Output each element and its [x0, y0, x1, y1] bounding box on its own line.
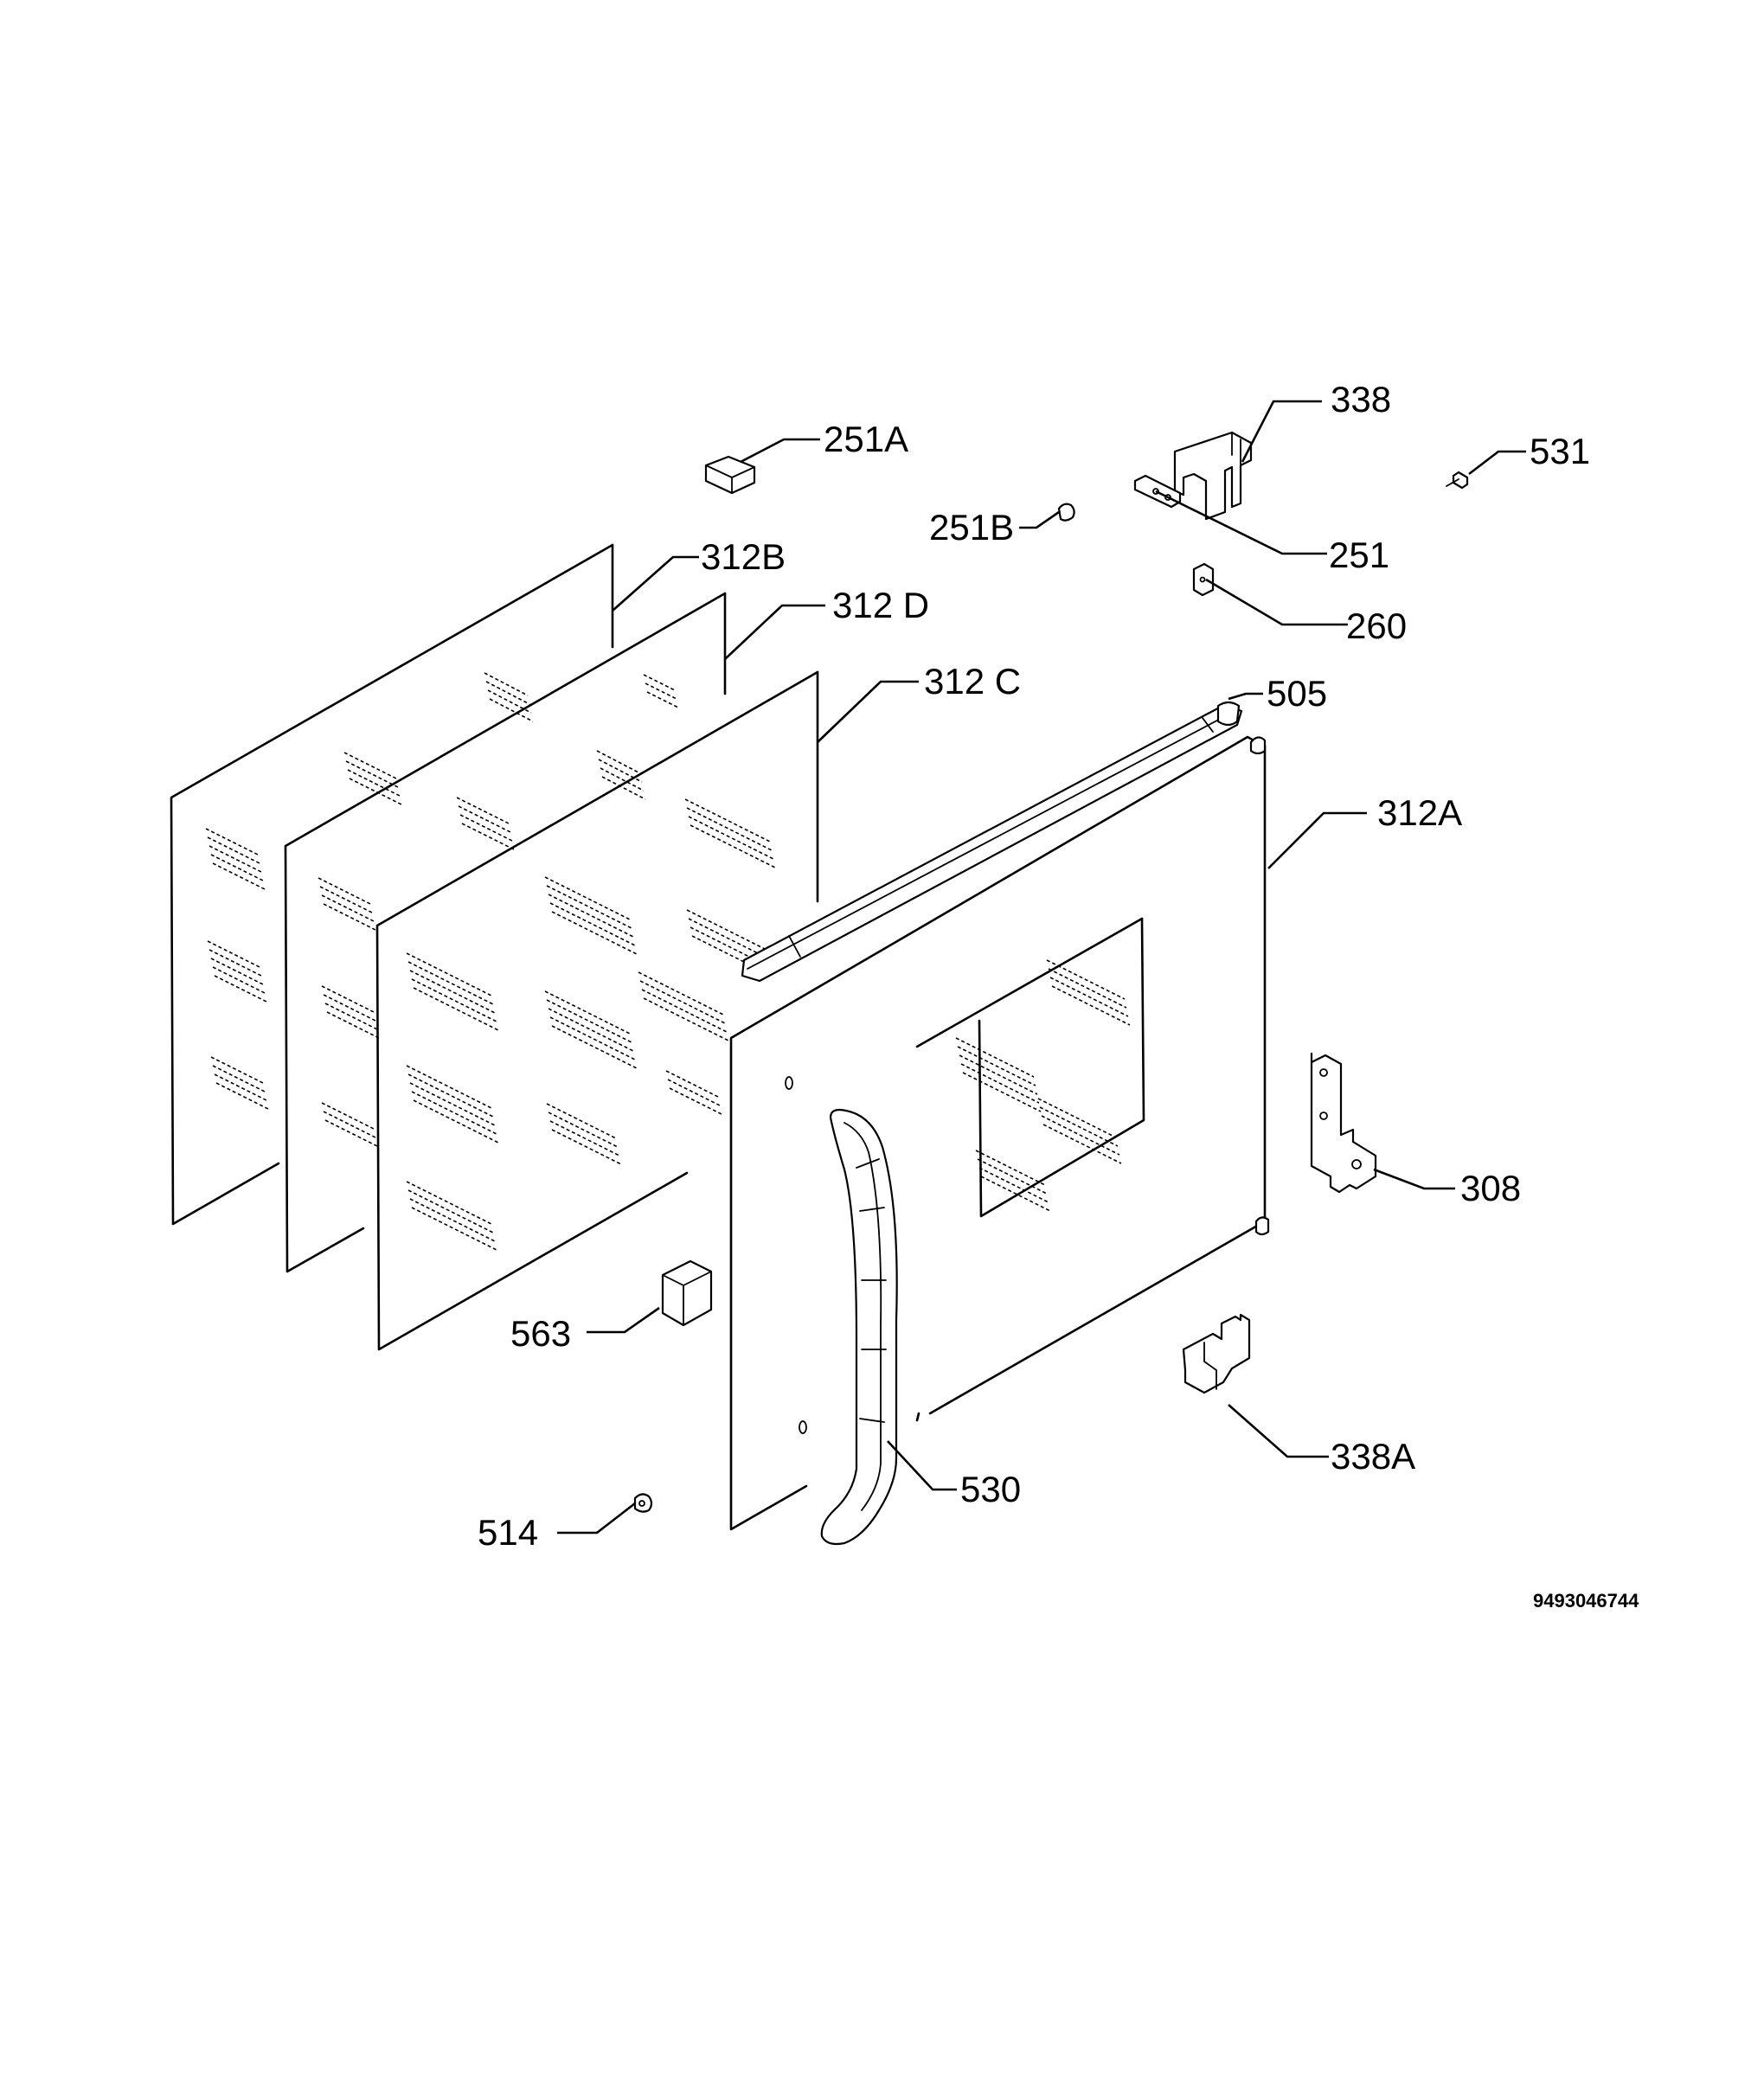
callout-312a: 312A — [1377, 792, 1462, 833]
clip-251b — [1057, 503, 1075, 522]
hinge-cover-338 — [1173, 431, 1253, 521]
nut-514 — [633, 1493, 653, 1513]
catch-563 — [661, 1259, 713, 1327]
callout-251b: 251B — [929, 507, 1014, 548]
callout-514: 514 — [478, 1512, 538, 1553]
outer-glass-312a — [729, 735, 1270, 1531]
profile-505 — [741, 701, 1243, 983]
glass-panel-312c — [375, 670, 819, 1351]
door-handle-530 — [820, 1108, 898, 1546]
clip-260 — [1192, 562, 1215, 597]
callout-505: 505 — [1267, 673, 1327, 714]
leader-lines — [557, 400, 1526, 1535]
callout-563: 563 — [510, 1313, 571, 1354]
glass-panel-312d — [284, 592, 727, 1273]
callout-251a: 251A — [824, 419, 908, 459]
callout-312c: 312 C — [924, 661, 1021, 702]
hinge-308 — [1310, 1052, 1377, 1194]
callout-251: 251 — [1329, 535, 1389, 575]
callout-531: 531 — [1530, 431, 1590, 471]
glass-panel-312b — [170, 543, 679, 1226]
callout-312b: 312B — [701, 536, 786, 577]
callout-labels: 338 251A 531 251B 251 312B 260 312 D 312… — [478, 379, 1590, 1553]
callout-308: 308 — [1460, 1168, 1521, 1208]
screw-531 — [1446, 471, 1469, 490]
callout-312d: 312 D — [832, 585, 929, 625]
spacer-251a — [704, 455, 756, 495]
callout-338: 338 — [1331, 379, 1391, 420]
callout-530: 530 — [960, 1469, 1021, 1509]
callout-260: 260 — [1346, 606, 1407, 646]
hinge-cover-338a — [1182, 1313, 1251, 1394]
reference-number: 9493046744 — [1533, 1590, 1639, 1611]
callout-338a: 338A — [1331, 1436, 1415, 1477]
